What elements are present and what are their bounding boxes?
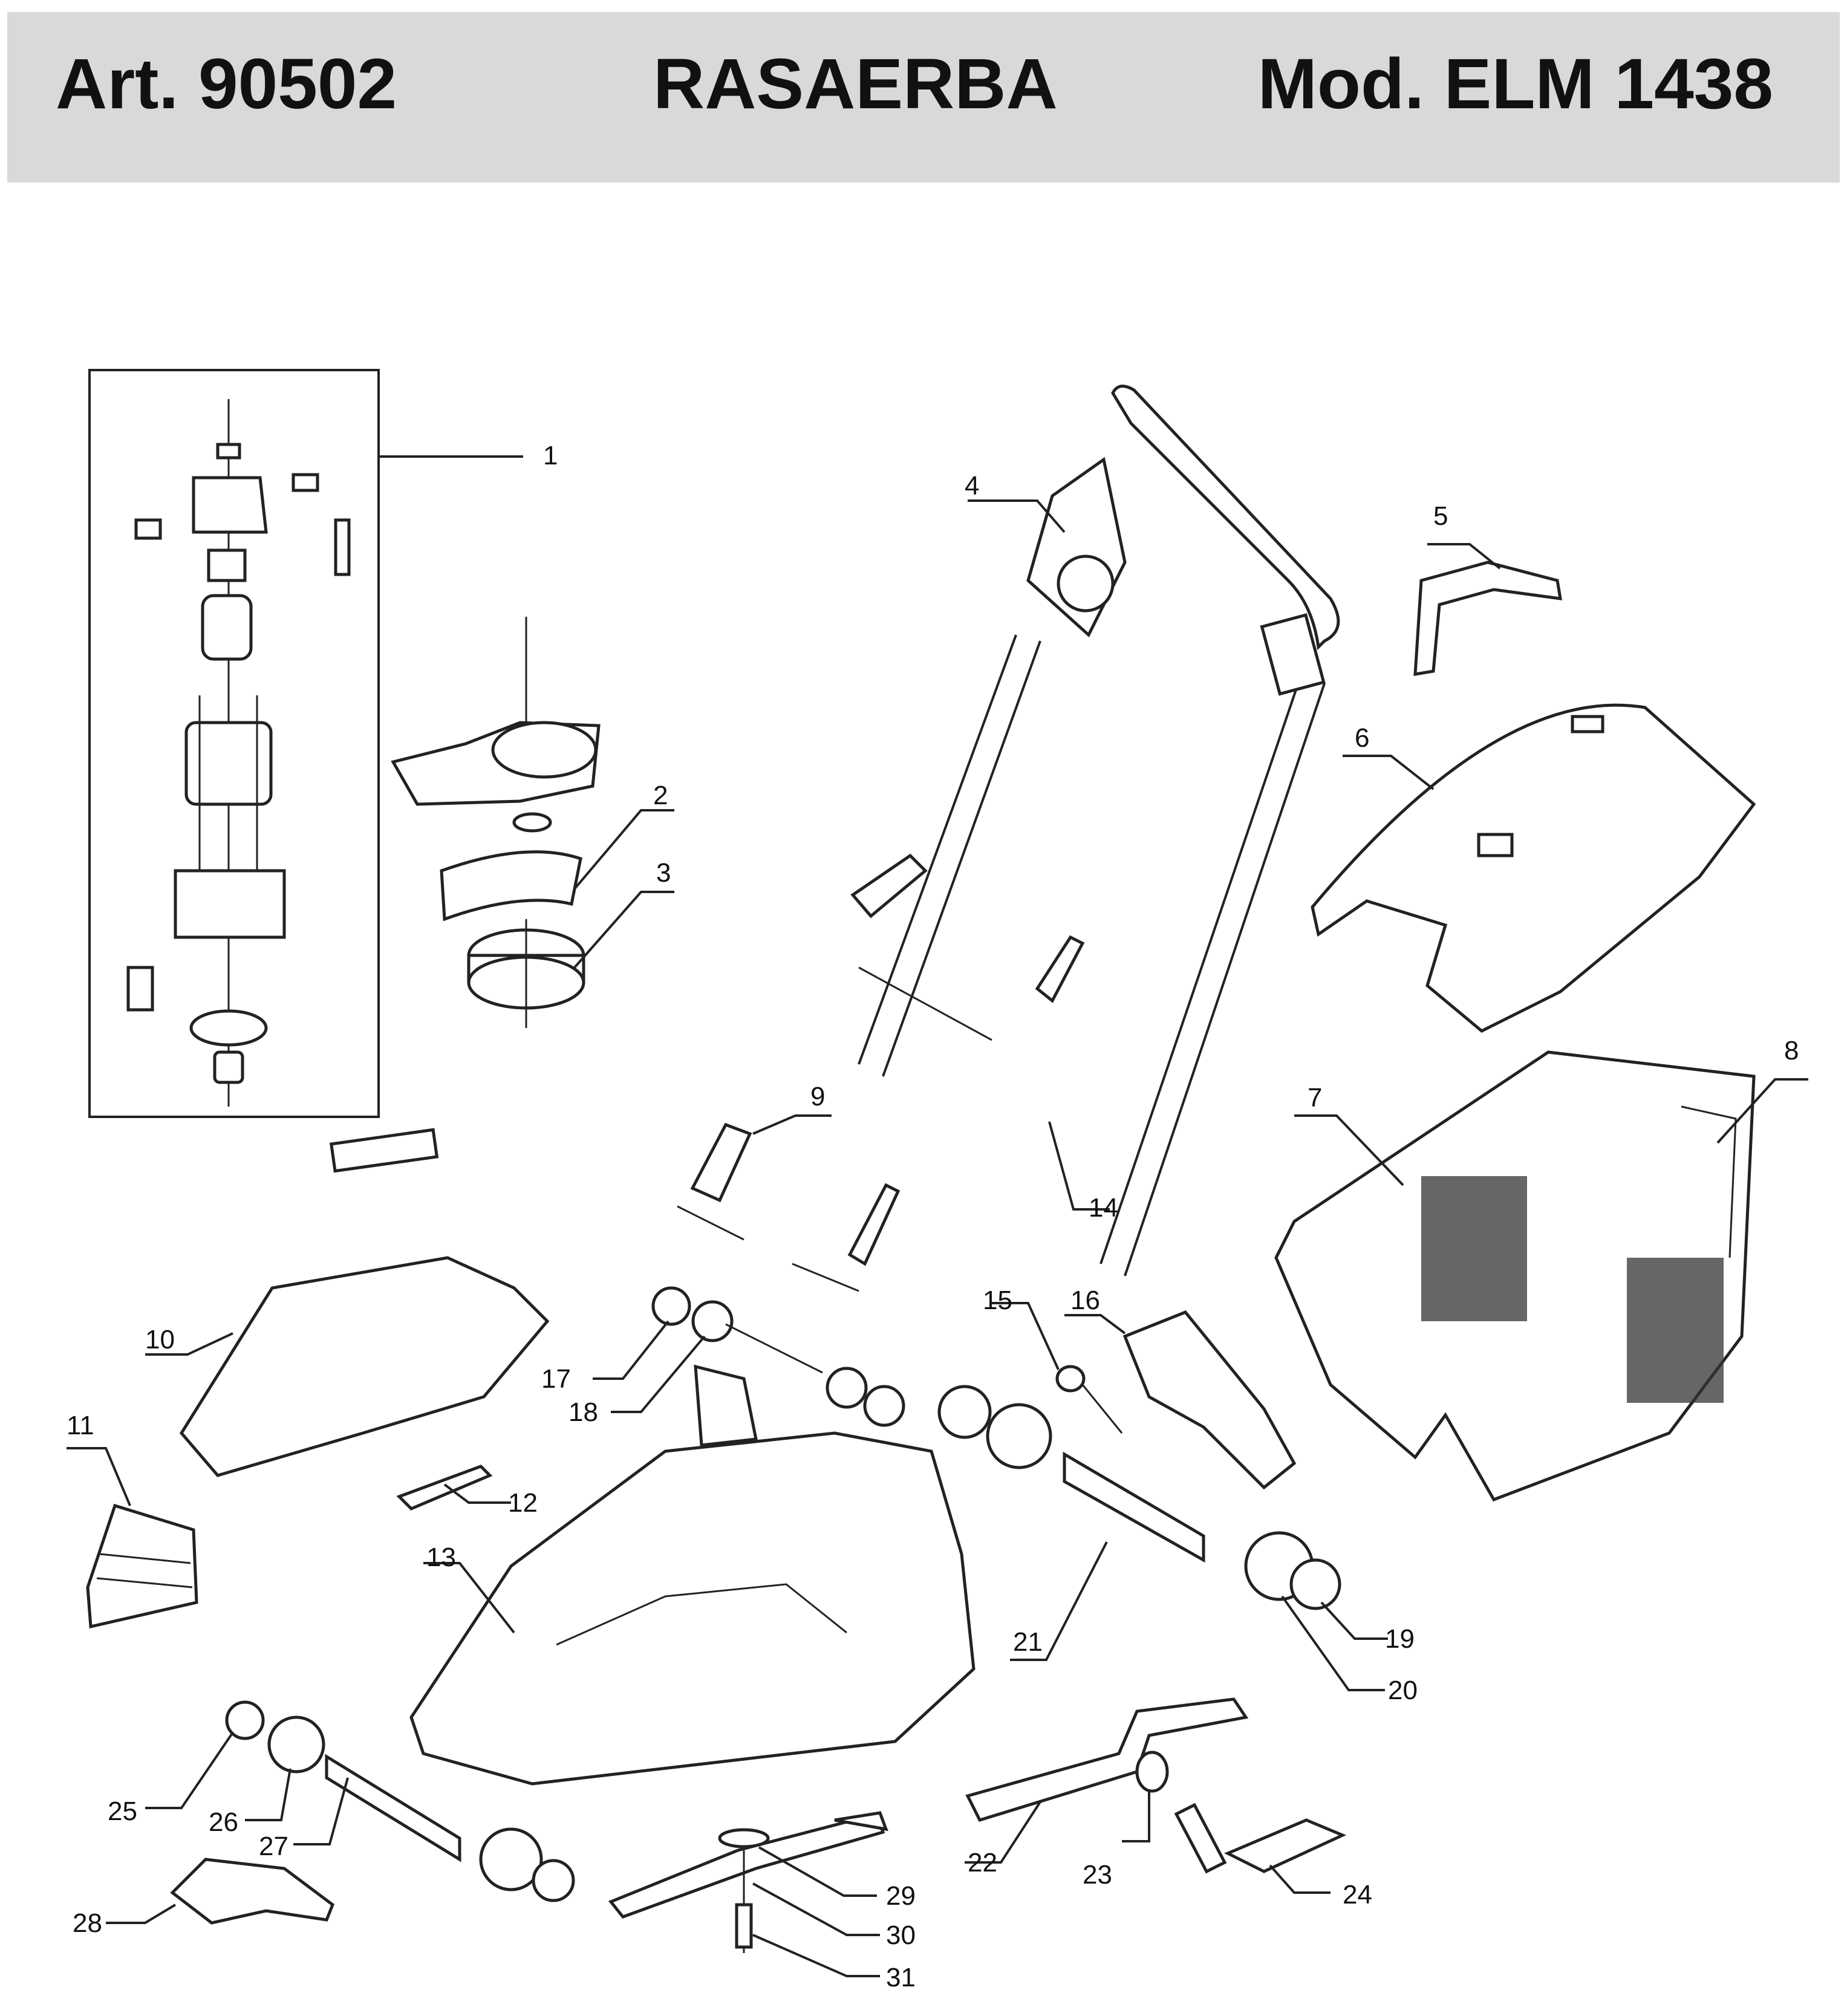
bracket-plate — [396, 1465, 493, 1510]
drive-belt — [440, 850, 582, 922]
callout-27: 27 — [259, 1832, 288, 1861]
motor-cover — [179, 1128, 550, 1477]
rear-wheels — [651, 1286, 1341, 1610]
callout-20: 20 — [1388, 1676, 1418, 1705]
mulch-plug — [1055, 1310, 1297, 1490]
rear-cover — [1311, 703, 1756, 1033]
model-number: Mod. ELM 1438 — [1257, 44, 1773, 124]
callout-22: 22 — [968, 1848, 997, 1878]
header-bar: Art. 90502 RASAERBA Mod. ELM 1438 — [7, 12, 1840, 183]
product-title: RASAERBA — [653, 44, 1058, 124]
front-bracket — [170, 1858, 335, 1925]
pulley — [467, 919, 585, 1028]
front-flap — [86, 1503, 198, 1629]
callout-4: 4 — [965, 471, 979, 501]
callout-21: 21 — [1013, 1627, 1043, 1657]
callout-6: 6 — [1355, 723, 1369, 753]
callout-12: 12 — [508, 1488, 538, 1518]
callout-17: 17 — [541, 1364, 571, 1394]
article-number: Art. 90502 — [56, 44, 397, 124]
callout-10: 10 — [145, 1325, 175, 1354]
callout-14: 14 — [1089, 1193, 1118, 1223]
motor-plate — [391, 617, 601, 833]
callout-8: 8 — [1784, 1036, 1799, 1065]
callout-13: 13 — [426, 1543, 456, 1572]
height-adjust-rod — [965, 1697, 1347, 1874]
callout-2: 2 — [653, 781, 668, 810]
handle-grip-cover — [1413, 561, 1563, 676]
callout-25: 25 — [108, 1797, 137, 1826]
callout-31: 31 — [886, 1963, 916, 1992]
callout-18: 18 — [568, 1397, 598, 1427]
callout-1: 1 — [543, 441, 558, 470]
callout-23: 23 — [1083, 1860, 1112, 1890]
motor-assembly — [88, 369, 380, 1118]
grass-catcher-bag — [1274, 1050, 1756, 1502]
callout-11: 11 — [67, 1411, 94, 1440]
blade-assembly — [608, 1811, 888, 1953]
callout-19: 19 — [1385, 1624, 1415, 1654]
callout-28: 28 — [73, 1908, 102, 1938]
callout-24: 24 — [1343, 1880, 1372, 1910]
callout-labels: 1 2 3 4 5 6 7 8 9 14 10 11 12 13 15 16 1… — [67, 441, 1799, 1992]
callout-9: 9 — [810, 1082, 825, 1111]
callout-15: 15 — [983, 1286, 1012, 1315]
height-adjust-lever — [677, 853, 1085, 1292]
callout-3: 3 — [656, 858, 671, 888]
handle-assembly — [858, 385, 1340, 1276]
callout-29: 29 — [886, 1881, 916, 1911]
callout-7: 7 — [1308, 1083, 1322, 1113]
callout-5: 5 — [1433, 501, 1448, 531]
leader-lines — [67, 455, 1808, 1977]
callout-16: 16 — [1070, 1286, 1100, 1315]
callout-26: 26 — [209, 1807, 238, 1837]
front-wheels — [225, 1700, 575, 1902]
callout-30: 30 — [886, 1920, 916, 1950]
mower-deck — [409, 1364, 976, 1786]
